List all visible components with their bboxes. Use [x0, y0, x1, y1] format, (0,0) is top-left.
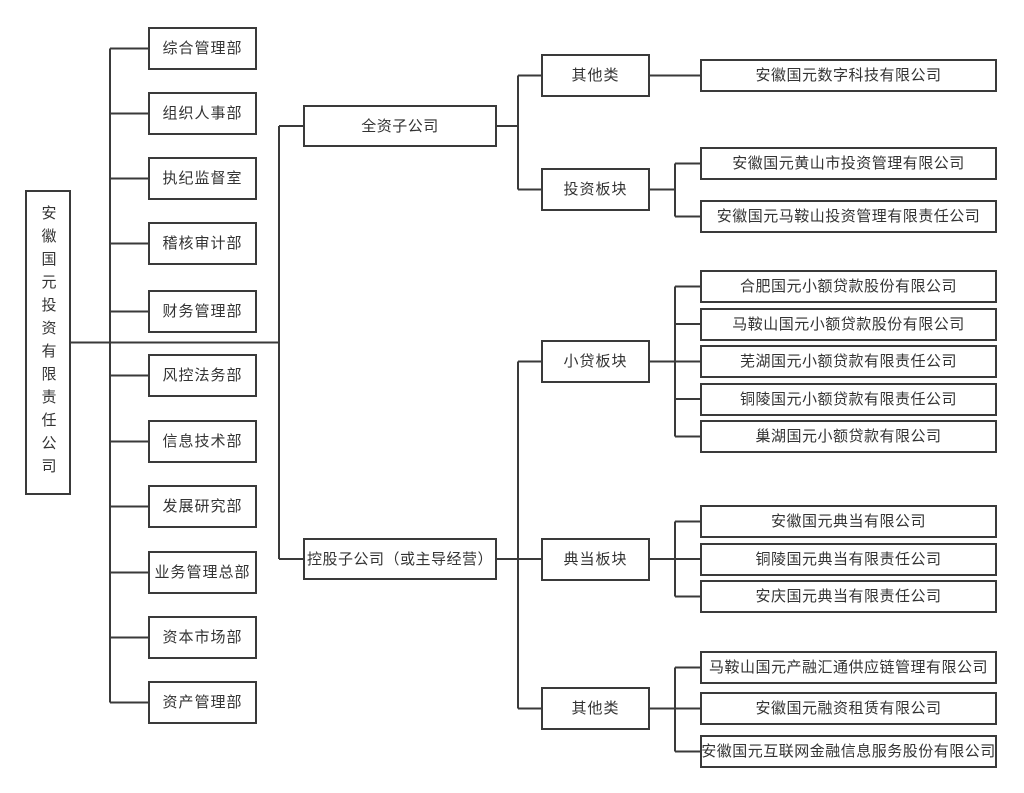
company-box-supply-chain: 马鞍山国元产融汇通供应链管理有限公司: [700, 651, 997, 684]
department-box-discipline: 执纪监督室: [148, 157, 257, 200]
category-box-investment: 投资板块: [541, 168, 650, 211]
company-box-huangshan-invest: 安徽国元黄山市投资管理有限公司: [700, 147, 997, 180]
department-box-audit: 稽核审计部: [148, 222, 257, 265]
company-box-tongling-pawn: 铜陵国元典当有限责任公司: [700, 542, 997, 576]
department-box-general-admin: 综合管理部: [148, 27, 257, 70]
company-box-internet-finance: 安徽国元互联网金融信息服务股份有限公司: [700, 735, 997, 768]
company-box-anhui-pawn: 安徽国元典当有限公司: [700, 505, 997, 538]
department-box-finance: 财务管理部: [148, 290, 257, 333]
branch-box-wholly-owned: 全资子公司: [303, 105, 497, 147]
root-company-box: 安徽国元投资有限责任公司: [25, 190, 71, 495]
department-box-hr: 组织人事部: [148, 92, 257, 135]
company-box-maanshan-loan: 马鞍山国元小额贷款股份有限公司: [700, 307, 997, 341]
company-box-maanshan-invest: 安徽国元马鞍山投资管理有限责任公司: [700, 200, 997, 233]
company-box-hefei-loan: 合肥国元小额贷款股份有限公司: [700, 270, 997, 303]
category-box-microloan: 小贷板块: [541, 340, 650, 383]
department-box-business-mgmt: 业务管理总部: [148, 551, 257, 594]
branch-box-holding: 控股子公司（或主导经营）: [303, 538, 497, 580]
company-box-leasing: 安徽国元融资租赁有限公司: [700, 692, 997, 725]
category-box-other-top: 其他类: [541, 54, 650, 97]
department-box-research: 发展研究部: [148, 485, 257, 528]
category-box-pawn: 典当板块: [541, 537, 650, 581]
company-box-wuhu-loan: 芜湖国元小额贷款有限责任公司: [700, 345, 997, 378]
category-box-other-bottom: 其他类: [541, 687, 650, 730]
company-box-chaohu-loan: 巢湖国元小额贷款有限公司: [700, 420, 997, 453]
company-box-tongling-loan: 铜陵国元小额贷款有限责任公司: [700, 382, 997, 416]
department-box-asset-mgmt: 资产管理部: [148, 681, 257, 724]
department-box-capital-market: 资本市场部: [148, 616, 257, 659]
company-box-anqing-pawn: 安庆国元典当有限责任公司: [700, 580, 997, 613]
company-box-digital-tech: 安徽国元数字科技有限公司: [700, 59, 997, 92]
department-box-it: 信息技术部: [148, 420, 257, 463]
department-box-risk-legal: 风控法务部: [148, 354, 257, 397]
